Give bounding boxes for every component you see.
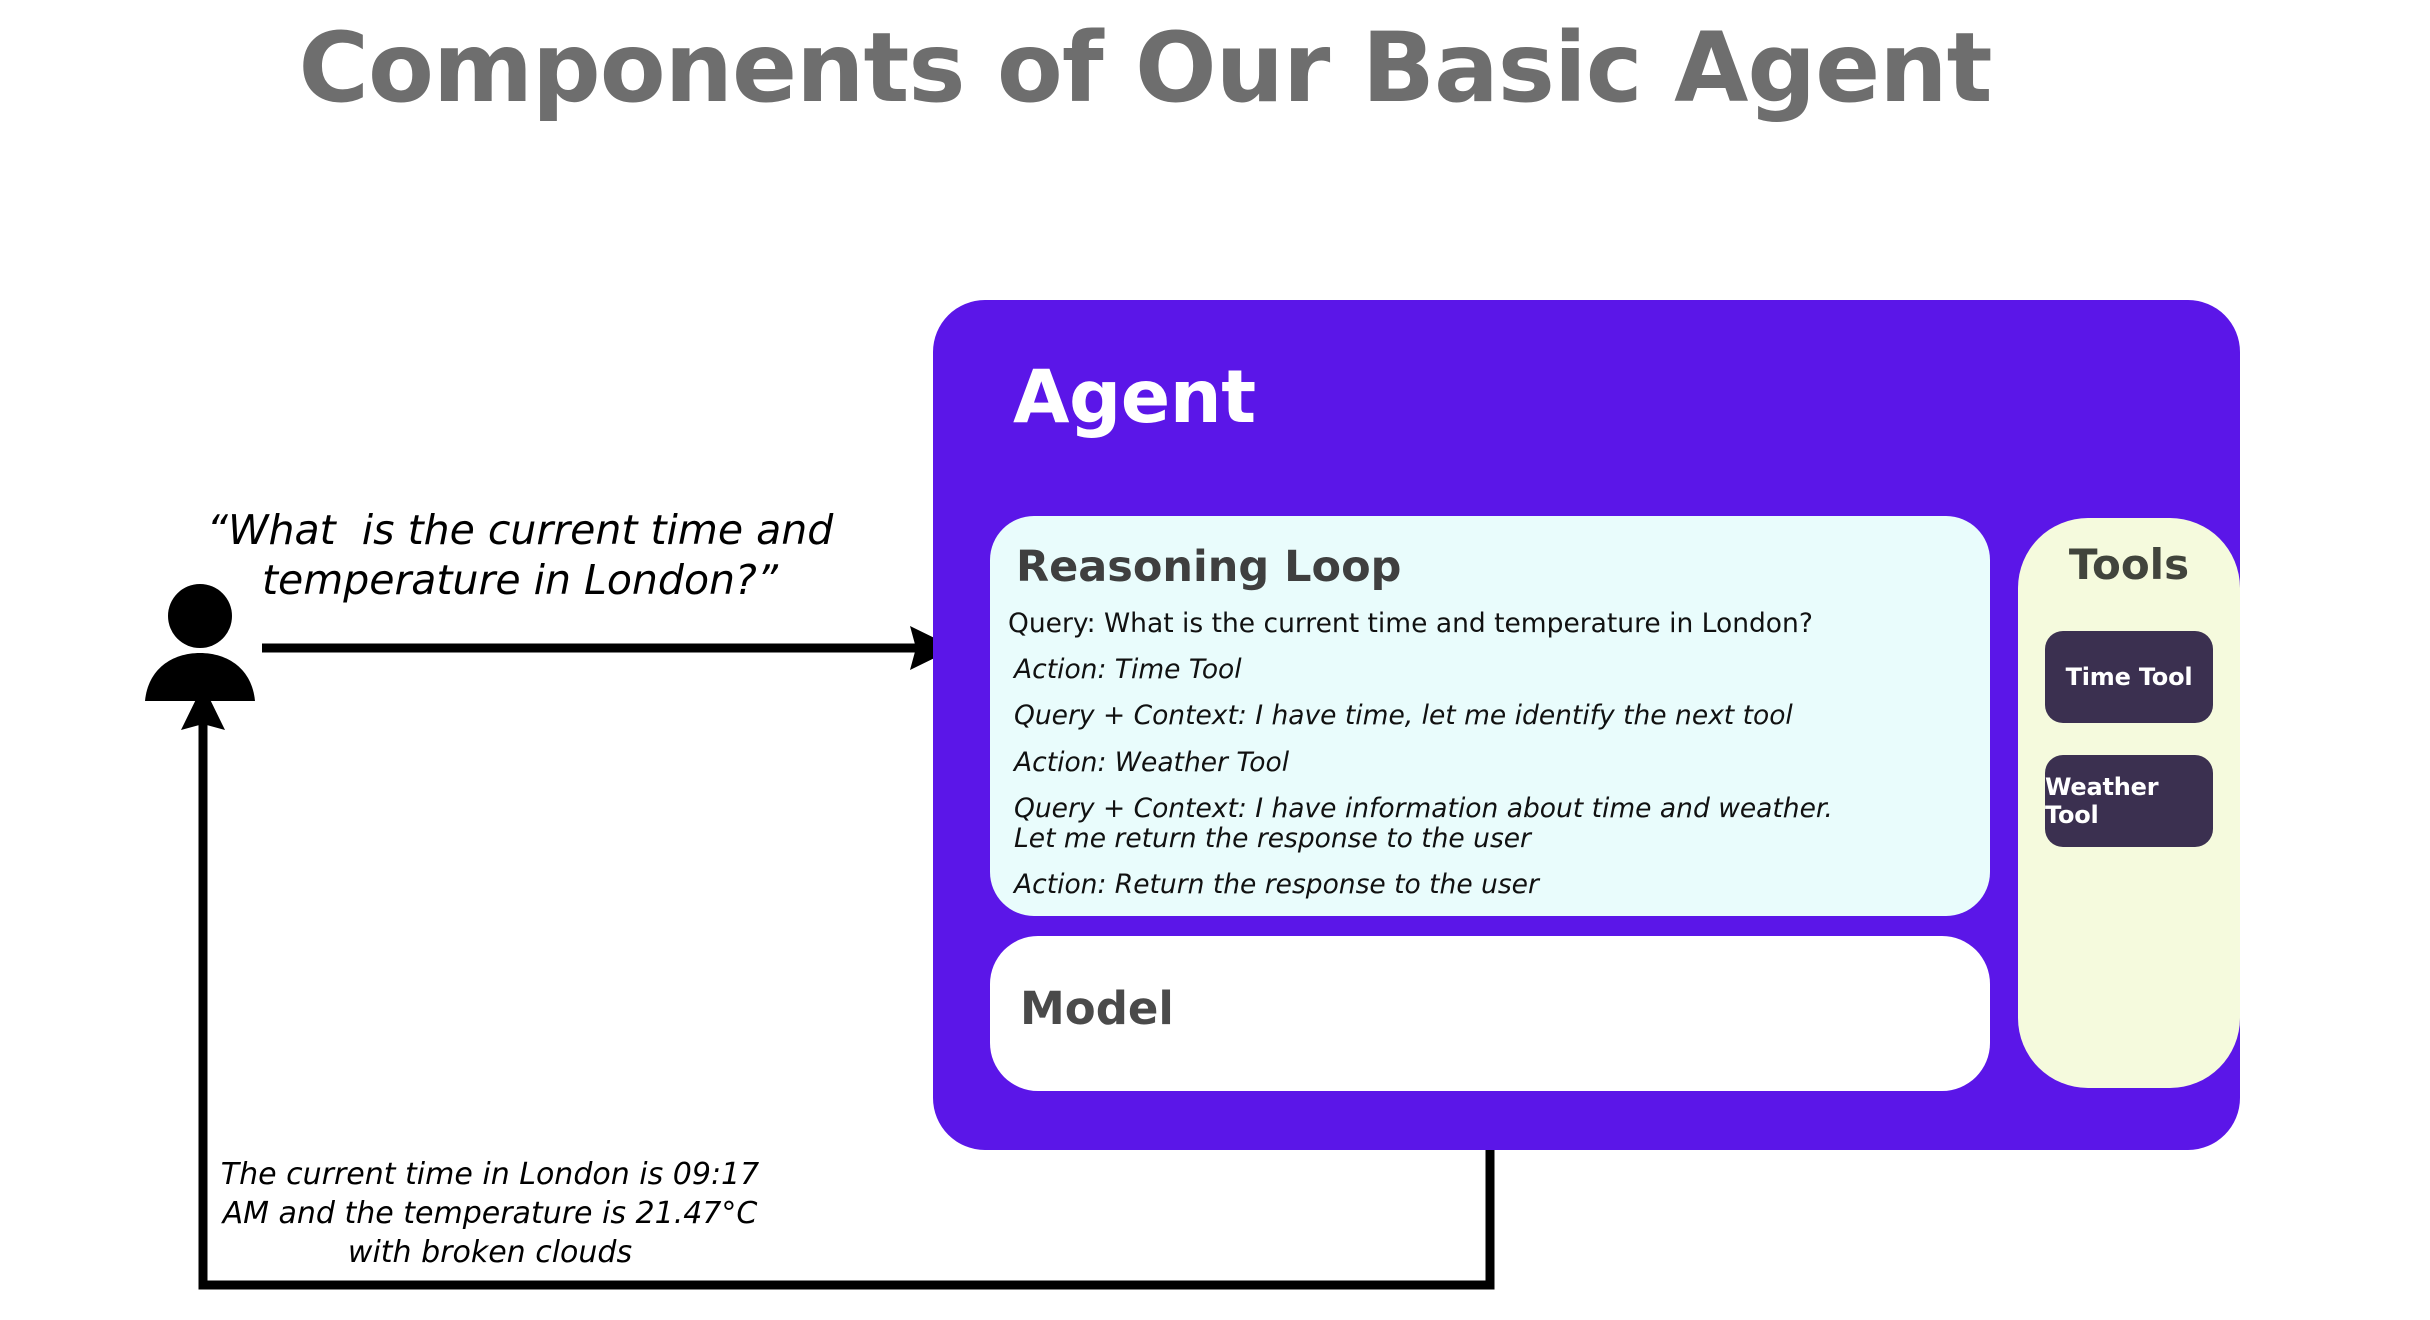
person-icon (145, 584, 255, 701)
reasoning-line: Action: Time Tool (1014, 654, 1242, 686)
agent-response-text: The current time in London is 09:17 AM a… (220, 1157, 760, 1270)
reasoning-line: Query: What is the current time and temp… (1008, 608, 1813, 639)
tool-button-time[interactable]: Time Tool (2045, 631, 2213, 723)
model-panel: Model (990, 936, 1990, 1091)
reasoning-line: Query + Context: I have information abou… (1014, 792, 1833, 855)
tools-title: Tools (2068, 540, 2190, 589)
reasoning-loop-panel: Reasoning Loop Query: What is the curren… (990, 516, 1990, 916)
page-title: Components of Our Basic Agent (298, 12, 1993, 124)
user-to-agent-arrow (262, 626, 955, 670)
user-question-text: “What is the current time and temperatur… (206, 506, 847, 605)
reasoning-line: Action: Weather Tool (1014, 746, 1290, 778)
reasoning-loop-title: Reasoning Loop (1016, 542, 1402, 592)
reasoning-line: Query + Context: I have time, let me ide… (1014, 700, 1793, 732)
tools-panel: Tools Time Tool Weather Tool (2018, 518, 2240, 1088)
tool-button-weather[interactable]: Weather Tool (2045, 755, 2213, 847)
reasoning-line: Action: Return the response to the user (1014, 869, 1539, 901)
reasoning-loop-lines: Query: What is the current time and temp… (1008, 608, 1968, 916)
agent-title: Agent (1013, 355, 1256, 440)
agent-container: Agent Reasoning Loop Query: What is the … (933, 300, 2240, 1150)
model-title: Model (1020, 982, 1174, 1035)
